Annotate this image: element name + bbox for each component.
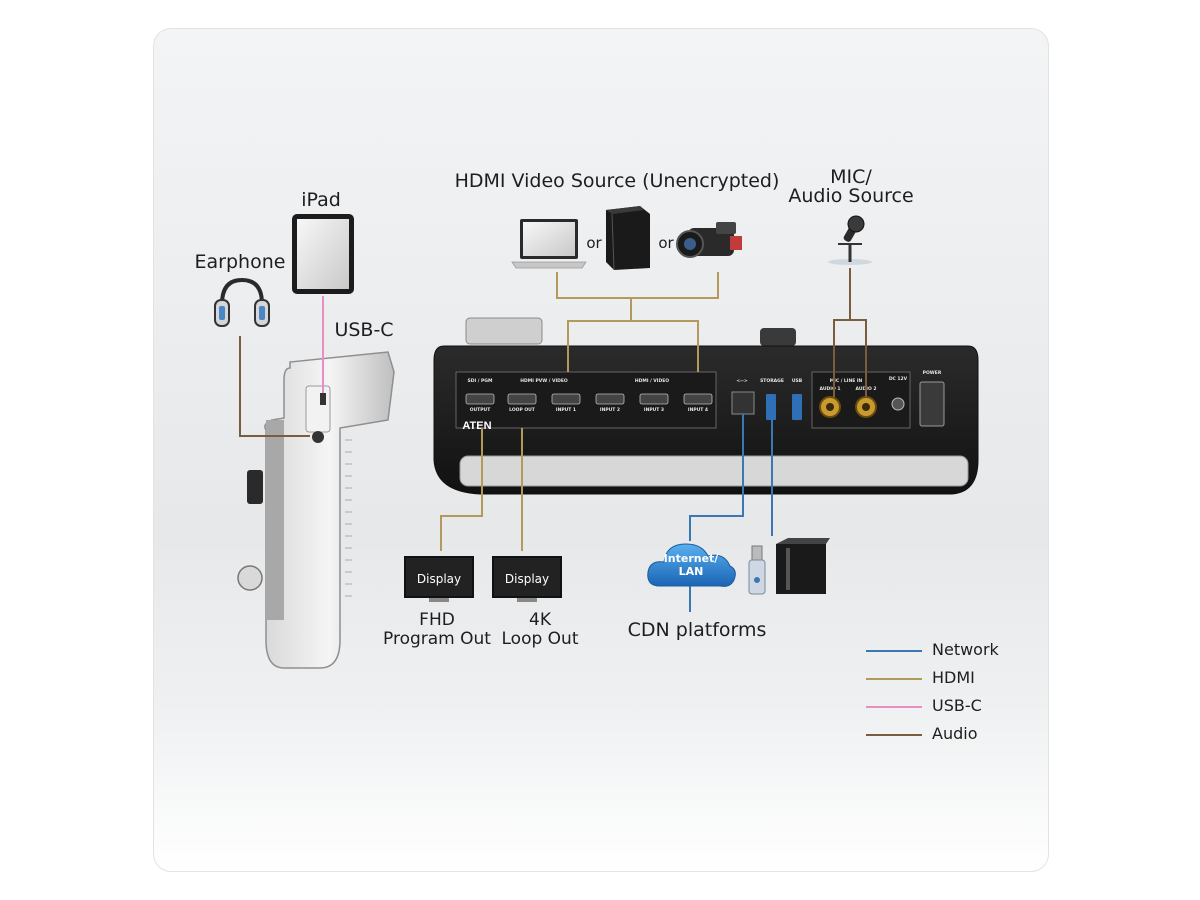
network-connections [689, 414, 773, 612]
storage-drive-icon [776, 538, 830, 594]
usb-drive-icon [748, 545, 766, 595]
port-label-input3: INPUT 3 [644, 407, 664, 413]
fhd-label-line1: FHD [419, 610, 455, 630]
display-label-2: Display [505, 572, 549, 586]
loop-label-line1: 4K [529, 610, 552, 630]
legend-label-network: Network [932, 640, 1000, 659]
dc-port [891, 397, 905, 411]
cloud-icon [647, 543, 736, 587]
display-fhd [404, 556, 474, 602]
port-labels: SDI / PGM OUTPUT HDMI PVW / VIDEO LOOP O… [468, 370, 942, 413]
hdmi-port-input1 [551, 393, 581, 405]
legend-label-audio: Audio [932, 724, 977, 743]
legend-label-hdmi: HDMI [932, 668, 975, 687]
port-label-loopout: LOOP OUT [509, 407, 536, 413]
port-label-dc: DC 12V [889, 376, 908, 382]
hdmi-port-input4 [683, 393, 713, 405]
legend: Network HDMI USB-C Audio [866, 640, 1000, 743]
camcorder-icon [676, 222, 742, 258]
port-group-output: SDI / PGM [468, 378, 493, 384]
hdmi-port-input2 [595, 393, 625, 405]
or-label-2: or [658, 234, 674, 252]
brand-logo: ATEN [462, 420, 491, 432]
port-label-input4: INPUT 4 [688, 407, 708, 413]
hdmi-connections [440, 272, 719, 551]
laptop-icon [511, 219, 587, 269]
port-label-usb: USB [792, 378, 803, 384]
earphone-label: Earphone [195, 251, 286, 273]
or-label-1: or [586, 234, 602, 252]
usbc-label: USB-C [334, 319, 393, 341]
microphone-icon [828, 215, 872, 265]
fhd-label-line2: Program Out [383, 629, 491, 649]
usb-port-storage [766, 394, 776, 420]
port-group-inputs: HDMI / VIDEO [635, 378, 669, 384]
port-label-lan: <--> [736, 378, 748, 384]
port-label-power: POWER [923, 370, 942, 376]
port-group-audio: MIC / LINE IN [830, 378, 863, 384]
port-label-input1: INPUT 1 [556, 407, 576, 413]
port-label-storage: STORAGE [760, 378, 784, 384]
cdn-label: CDN platforms [628, 619, 767, 641]
usb-port-usb [792, 394, 802, 420]
ipad-label: iPad [301, 189, 341, 211]
port-label-input2: INPUT 2 [600, 407, 620, 413]
ipad-icon [292, 214, 354, 294]
cloud-label-line1: Internet/ [664, 552, 720, 565]
earphone-icon [214, 277, 270, 327]
port-label-audio1: AUDIO 1 [820, 386, 841, 392]
loop-label-line2: Loop Out [502, 629, 579, 649]
audio-connections [239, 268, 867, 437]
hdmi-source-title: HDMI Video Source (Unencrypted) [455, 170, 780, 192]
cloud-label-line2: LAN [679, 565, 704, 578]
hdmi-port-output [465, 393, 495, 405]
controller-device [237, 351, 395, 669]
port-label-output: OUTPUT [470, 407, 492, 413]
display-4k [492, 556, 562, 602]
switcher-device: ATEN [433, 317, 979, 495]
legend-label-usbc: USB-C [932, 696, 982, 715]
mic-label-line2: Audio Source [788, 185, 913, 207]
port-group-hdmi: HDMI PVW / VIDEO [520, 378, 568, 384]
hdmi-port-loopout [507, 393, 537, 405]
lan-port [731, 391, 755, 415]
mic-label-line1: MIC/ [830, 166, 872, 188]
device-ports [465, 381, 945, 427]
game-console-icon [606, 206, 650, 271]
power-switch [919, 381, 945, 427]
hdmi-port-input3 [639, 393, 669, 405]
display-label-1: Display [417, 572, 461, 586]
